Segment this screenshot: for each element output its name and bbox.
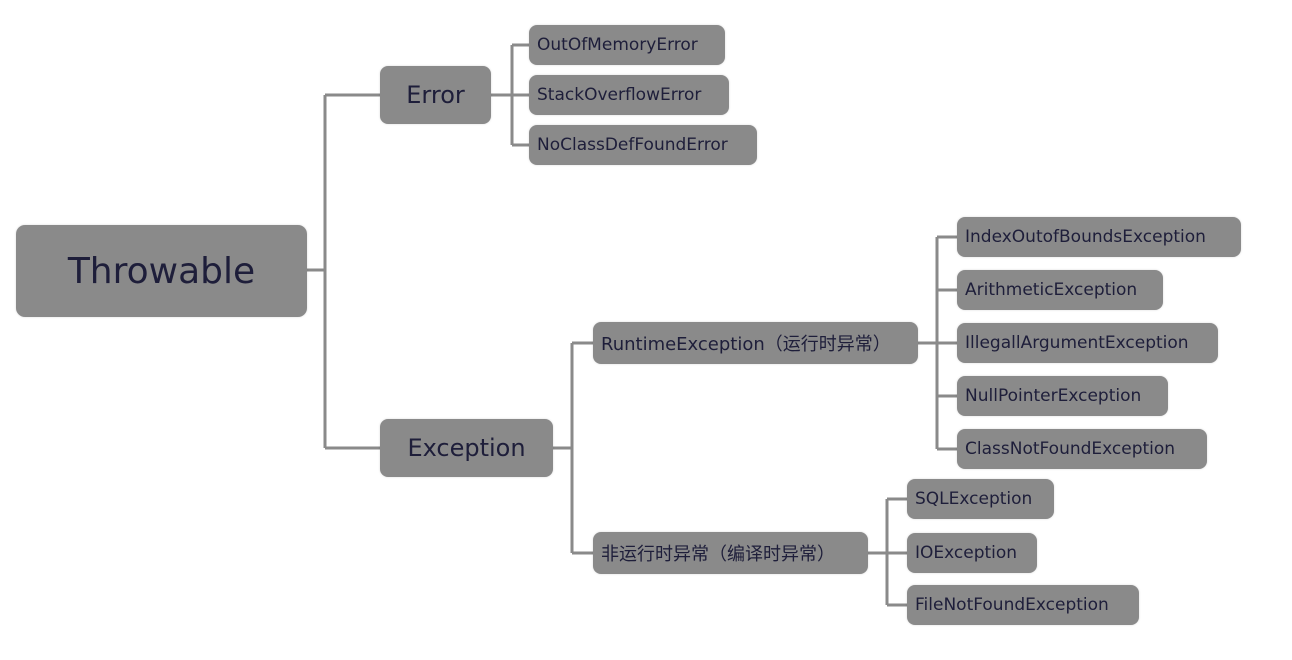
node-sql-exception: SQLException bbox=[907, 479, 1054, 519]
node-null-pointer-exception: NullPointerException bbox=[957, 376, 1168, 416]
node-arithmetic-exception: ArithmeticException bbox=[957, 270, 1163, 310]
node-exception: Exception bbox=[380, 419, 553, 477]
connector-throwable bbox=[307, 93, 380, 450]
node-index-out-of-bounds-exception: IndexOutofBoundsException bbox=[957, 217, 1241, 257]
connector-runtime bbox=[918, 235, 957, 451]
node-checked-exception: 非运行时异常（编译时异常） bbox=[593, 532, 868, 574]
node-out-of-memory-error: OutOfMemoryError bbox=[529, 25, 725, 65]
node-throwable: Throwable bbox=[16, 225, 307, 317]
node-class-not-found-exception: ClassNotFoundException bbox=[957, 429, 1207, 469]
node-io-exception: IOException bbox=[907, 533, 1037, 573]
node-stack-overflow-error: StackOverflowError bbox=[529, 75, 729, 115]
node-no-class-def-found-error: NoClassDefFoundError bbox=[529, 125, 757, 165]
node-file-not-found-exception: FileNotFoundException bbox=[907, 585, 1139, 625]
connector-error bbox=[491, 43, 529, 147]
node-error: Error bbox=[380, 66, 491, 124]
connector-checked bbox=[868, 497, 907, 607]
node-runtime-exception: RuntimeException（运行时异常） bbox=[593, 322, 918, 364]
connector-exception bbox=[553, 341, 593, 555]
node-illegal-argument-exception: IllegallArgumentException bbox=[957, 323, 1218, 363]
